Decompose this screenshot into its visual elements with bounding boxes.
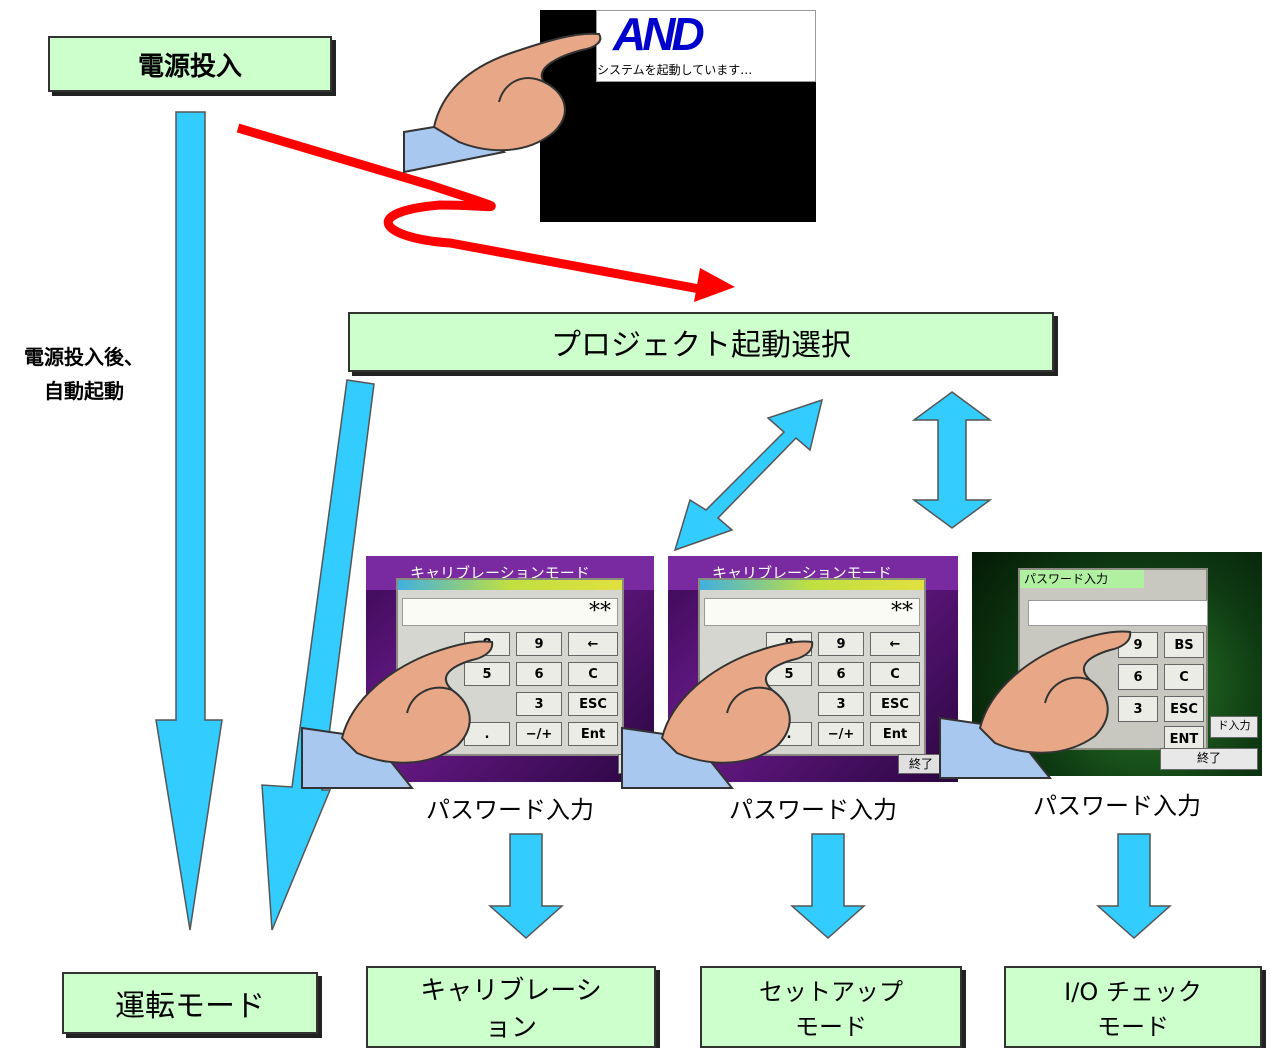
exit-button[interactable]: 終了 bbox=[1160, 748, 1258, 770]
auto-start-line1: 電源投入後、 bbox=[24, 345, 144, 369]
exit-button[interactable]: 終了 bbox=[898, 754, 944, 774]
password-display[interactable]: ** bbox=[704, 598, 920, 626]
key-clear[interactable]: C bbox=[870, 662, 920, 686]
auto-start-label: 電源投入後、 自動起動 bbox=[4, 340, 164, 408]
keypad-title: パスワード入力 bbox=[1020, 570, 1144, 588]
project-panel-vertical-arrow bbox=[911, 391, 993, 529]
key-6[interactable]: 6 bbox=[818, 662, 864, 686]
password-caption-1: パスワード入力 bbox=[426, 796, 594, 824]
key-9[interactable]: 9 bbox=[818, 632, 864, 656]
boot-status-text: システムを起動しています… bbox=[597, 63, 753, 77]
password-caption-3: パスワード入力 bbox=[1033, 792, 1201, 820]
mode-box-calibration: キャリブレーシ ョン bbox=[366, 966, 656, 1048]
pointing-hand-icon bbox=[939, 630, 1132, 779]
auto-start-arrow bbox=[155, 111, 223, 931]
project-select-box: プロジェクト起動選択 bbox=[348, 312, 1054, 372]
password-input-side-button[interactable]: ド入力 bbox=[1210, 716, 1258, 738]
key-3[interactable]: 3 bbox=[516, 692, 562, 716]
key-backspace[interactable]: ← bbox=[568, 632, 618, 656]
project-select-label: プロジェクト起動選択 bbox=[551, 328, 851, 363]
key-sign[interactable]: −/+ bbox=[516, 722, 562, 746]
pointing-hand-icon bbox=[301, 640, 494, 789]
key-3[interactable]: 3 bbox=[1118, 696, 1158, 722]
key-esc[interactable]: ESC bbox=[1164, 696, 1204, 722]
and-logo: AND bbox=[613, 8, 705, 60]
panel-title: キャリブレーションモード bbox=[410, 564, 590, 582]
mode-box-io-check: I/O チェック モード bbox=[1004, 966, 1262, 1048]
key-5[interactable]: 5 bbox=[464, 662, 510, 686]
key-9[interactable]: 9 bbox=[516, 632, 562, 656]
mode-label-line2: モード bbox=[1097, 1013, 1169, 1041]
password-display[interactable]: ** bbox=[402, 598, 618, 626]
project-to-run-arrow bbox=[261, 379, 375, 931]
mode-box-setup: セットアップ モード bbox=[700, 966, 962, 1048]
power-on-label: 電源投入 bbox=[137, 51, 242, 82]
key-backspace[interactable]: ← bbox=[870, 632, 920, 656]
password-display[interactable] bbox=[1028, 600, 1208, 626]
calibration-down-arrow bbox=[488, 833, 564, 940]
panel-setup: キャリブレーションモード ** 8 9 ← 5 6 C 3 ESC . −/+ … bbox=[668, 556, 958, 782]
keypad-title-strip bbox=[398, 580, 622, 590]
run-mode-box: 運転モード bbox=[62, 972, 318, 1034]
key-enter[interactable]: ENT bbox=[1164, 726, 1204, 752]
key-3[interactable]: 3 bbox=[818, 692, 864, 716]
password-caption-2: パスワード入力 bbox=[729, 796, 897, 824]
panel-title: キャリブレーションモード bbox=[712, 564, 892, 582]
key-backspace[interactable]: BS bbox=[1164, 632, 1204, 658]
boot-screen-header: AND システムを起動しています… bbox=[596, 8, 816, 82]
mode-label-line1: I/O チェック bbox=[1064, 978, 1202, 1006]
pointing-hand-icon bbox=[403, 32, 602, 174]
mode-label-line1: セットアップ bbox=[759, 978, 903, 1006]
io-check-down-arrow bbox=[1096, 833, 1172, 940]
key-enter[interactable]: Ent bbox=[568, 722, 618, 746]
key-clear[interactable]: C bbox=[568, 662, 618, 686]
key-clear[interactable]: C bbox=[1164, 664, 1204, 690]
mode-label-line1: キャリブレーシ bbox=[420, 976, 602, 1006]
key-6[interactable]: 6 bbox=[516, 662, 562, 686]
key-6[interactable]: 6 bbox=[1118, 664, 1158, 690]
key-dot[interactable]: . bbox=[464, 722, 510, 746]
red-boot-arrow bbox=[236, 123, 706, 295]
key-esc[interactable]: ESC bbox=[568, 692, 618, 716]
key-enter[interactable]: Ent bbox=[870, 722, 920, 746]
red-arrow-head bbox=[694, 268, 735, 302]
power-on-box: 電源投入 bbox=[48, 36, 332, 92]
mode-label-line2: モード bbox=[795, 1013, 867, 1041]
pointing-hand-icon bbox=[621, 640, 814, 789]
key-esc[interactable]: ESC bbox=[870, 692, 920, 716]
auto-start-line2: 自動起動 bbox=[44, 379, 124, 403]
setup-down-arrow bbox=[790, 833, 866, 940]
keypad-title-strip bbox=[700, 580, 924, 590]
run-mode-label: 運転モード bbox=[115, 989, 265, 1024]
project-panel-diagonal-arrow bbox=[673, 398, 824, 552]
mode-label-line2: ョン bbox=[484, 1013, 537, 1043]
key-sign[interactable]: −/+ bbox=[818, 722, 864, 746]
